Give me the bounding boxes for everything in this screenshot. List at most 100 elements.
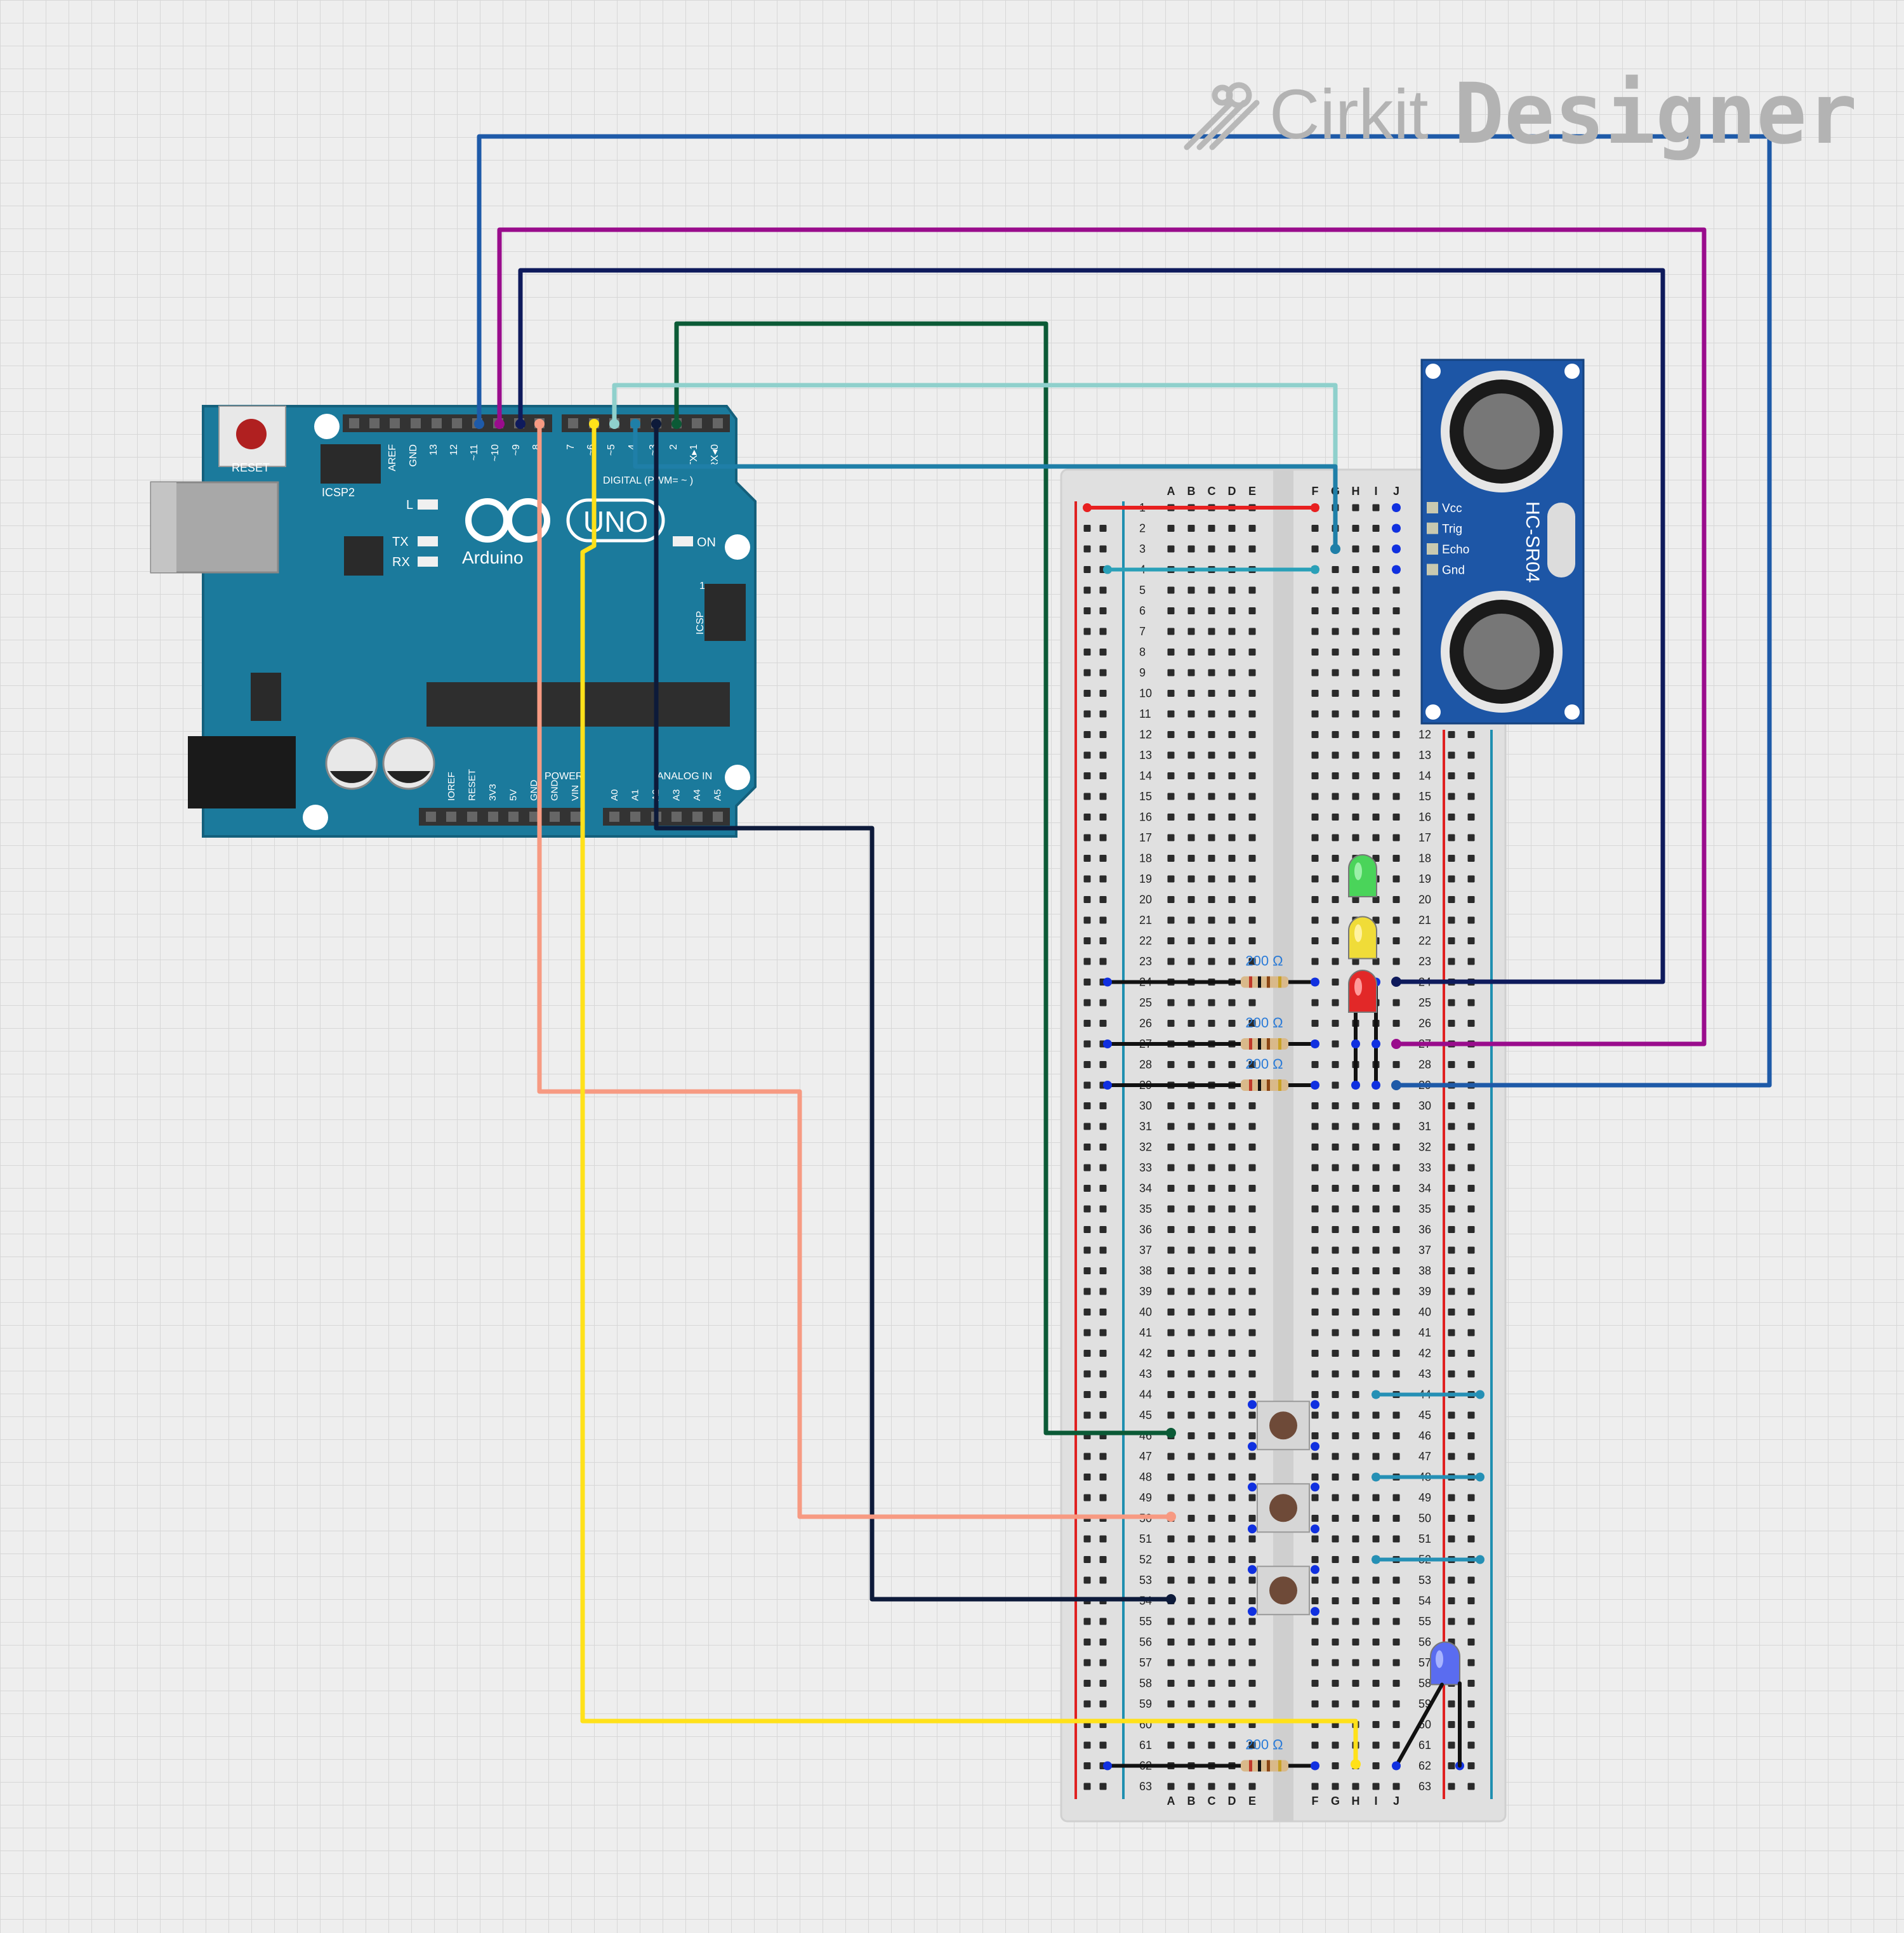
wire-endpoint: [1166, 1512, 1176, 1522]
wire-pin2: [674, 321, 1173, 1435]
connection-dot: [1372, 1555, 1380, 1564]
rail-hole: [1467, 1535, 1475, 1543]
analog-label: ANALOG IN: [657, 771, 712, 782]
rail-hole: [1083, 649, 1091, 656]
led: [1348, 854, 1377, 897]
rail-hole: [1083, 525, 1091, 532]
breadboard-hole: [1248, 1680, 1256, 1687]
breadboard-hole: [1311, 1576, 1319, 1584]
breadboard-hole: [1392, 772, 1400, 779]
breadboard-hole: [1228, 1144, 1236, 1151]
breadboard-hole: [1372, 1102, 1380, 1109]
led-lead: [1394, 1682, 1444, 1768]
breadboard-hole: [1392, 1535, 1400, 1543]
row-number-left: 28: [1139, 1059, 1152, 1071]
breadboard-hole: [1311, 1556, 1319, 1563]
logo-text-designer: Designer: [1453, 65, 1858, 163]
connection-dot: [1392, 524, 1401, 533]
connection-dot: [1392, 565, 1401, 574]
rail-hole: [1083, 1700, 1091, 1708]
breadboard-hole: [1228, 1494, 1236, 1501]
breadboard-hole: [1208, 1102, 1215, 1109]
breadboard-hole: [1187, 628, 1195, 635]
breadboard-hole: [1208, 937, 1215, 944]
breadboard-hole: [1332, 772, 1339, 779]
row-number-left: 43: [1139, 1368, 1152, 1380]
rail-hole: [1083, 834, 1091, 841]
rail-hole: [1467, 1061, 1475, 1068]
breadboard-hole: [1228, 937, 1236, 944]
breadboard-hole: [1372, 1185, 1380, 1192]
breadboard-hole: [1392, 586, 1400, 594]
breadboard-hole: [1167, 855, 1175, 862]
breadboard-hole: [1167, 1309, 1175, 1316]
breadboard-hole: [1208, 1411, 1215, 1419]
breadboard-hole: [1248, 1411, 1256, 1419]
connection-dot: [1311, 1524, 1319, 1534]
row-number-right: 13: [1418, 749, 1431, 762]
breadboard-hole: [1332, 999, 1339, 1006]
breadboard-hole: [1372, 1432, 1380, 1439]
breadboard-hole: [1352, 1453, 1359, 1460]
breadboard-hole: [1332, 916, 1339, 924]
breadboard-hole: [1228, 1618, 1236, 1625]
breadboard-hole: [1167, 1329, 1175, 1336]
breadboard-hole: [1208, 649, 1215, 656]
breadboard-hole: [1228, 814, 1236, 821]
breadboard-hole: [1332, 958, 1339, 965]
breadboard-hole: [1392, 1741, 1400, 1749]
row-number-right: 41: [1418, 1326, 1431, 1339]
breadboard-hole: [1392, 999, 1400, 1006]
breadboard-hole: [1332, 1205, 1339, 1213]
breadboard-hole: [1187, 649, 1195, 656]
breadboard-hole: [1372, 1762, 1380, 1769]
breadboard-hole: [1248, 586, 1256, 594]
connection-dot: [1103, 565, 1112, 574]
breadboard-hole: [1248, 525, 1256, 532]
breadboard-hole: [1208, 793, 1215, 800]
rail-hole: [1083, 1246, 1091, 1254]
rail-hole: [1083, 958, 1091, 965]
breadboard-hole: [1228, 1411, 1236, 1419]
breadboard-hole: [1372, 896, 1380, 903]
breadboard-hole: [1208, 586, 1215, 594]
wire-pin6: [580, 421, 1358, 1767]
wire-pin9: [518, 268, 1665, 984]
rail-hole: [1467, 1350, 1475, 1357]
breadboard-hole: [1311, 999, 1319, 1006]
breadboard-hole: [1208, 1597, 1215, 1604]
resistor-band: [1258, 1038, 1261, 1050]
rail-hole: [1099, 669, 1107, 676]
breadboard-hole: [1208, 1309, 1215, 1316]
breadboard-hole: [1372, 1329, 1380, 1336]
power-pin-label: 5V: [508, 789, 519, 801]
rail-hole: [1083, 1081, 1091, 1089]
breadboard-hole: [1311, 793, 1319, 800]
row-number-left: 22: [1139, 935, 1152, 947]
connection-dot: [1351, 1039, 1360, 1048]
resistor-band: [1267, 1079, 1270, 1091]
header-pin: [568, 418, 578, 428]
breadboard-hole: [1392, 1370, 1400, 1378]
breadboard-hole: [1208, 1288, 1215, 1295]
rail-hole: [1083, 1535, 1091, 1543]
breadboard-hole: [1352, 1185, 1359, 1192]
pushbutton-cap: [1269, 1494, 1297, 1522]
breadboard-hole: [1332, 834, 1339, 841]
rail-hole: [1467, 814, 1475, 821]
row-number-right: 31: [1418, 1120, 1431, 1133]
breadboard-hole: [1248, 1639, 1256, 1646]
led-highlight: [1436, 1650, 1443, 1668]
breadboard-hole: [1228, 1102, 1236, 1109]
rail-hole: [1467, 1762, 1475, 1769]
rail-hole: [1448, 1432, 1455, 1439]
rail-hole: [1448, 1288, 1455, 1295]
breadboard-hole: [1228, 545, 1236, 553]
breadboard-hole: [1167, 772, 1175, 779]
rail-hole: [1467, 1164, 1475, 1171]
breadboard-hole: [1332, 1123, 1339, 1130]
breadboard-hole: [1352, 628, 1359, 635]
header-pin-label: 7: [565, 444, 576, 450]
breadboard-hole: [1187, 690, 1195, 697]
